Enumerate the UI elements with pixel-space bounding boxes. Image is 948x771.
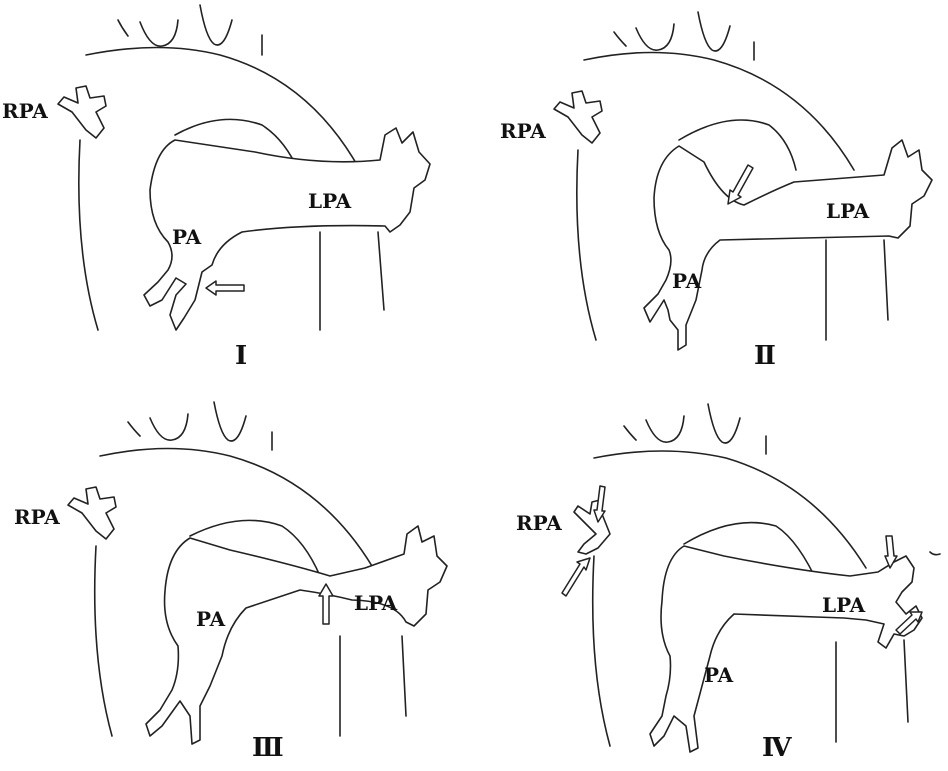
panel-numeral: Ⅲ xyxy=(252,733,284,763)
aortic-arch-branches xyxy=(613,11,755,61)
main-pulmonary-artery xyxy=(649,545,923,753)
aortic-arch-branches xyxy=(127,401,273,451)
rpa-label: RPA xyxy=(516,511,562,535)
panel-4: RPA PA LPA Ⅳ xyxy=(474,386,948,771)
aortic-arch-branches xyxy=(623,403,767,455)
aortic-arch xyxy=(576,51,855,341)
panel-3-drawing: RPA PA LPA Ⅲ xyxy=(14,401,448,763)
lpa-label: LPA xyxy=(354,591,398,615)
panel-1: RPA PA LPA Ⅰ xyxy=(0,0,474,385)
rpa-label: RPA xyxy=(500,119,546,143)
right-pulmonary-artery-branch xyxy=(573,499,611,555)
aortic-arch xyxy=(93,447,373,737)
lpa-stenosis-arrow-bottom xyxy=(895,611,923,635)
panel-numeral: Ⅰ xyxy=(235,341,247,371)
panel-numeral: Ⅳ xyxy=(762,733,792,763)
lpa-label: LPA xyxy=(826,199,870,223)
descending-aorta xyxy=(319,231,385,331)
stenosis-arrow xyxy=(205,280,245,296)
lpa-label: LPA xyxy=(822,593,866,617)
aortic-arch xyxy=(591,450,867,747)
lpa-stenosis-arrow-top xyxy=(884,535,898,569)
descending-aorta xyxy=(835,639,909,743)
panel-1-drawing: RPA PA LPA Ⅰ xyxy=(2,4,431,371)
right-pulmonary-artery-branch xyxy=(57,85,107,139)
panel-2: RPA PA LPA Ⅱ xyxy=(474,0,948,385)
descending-aorta xyxy=(825,239,889,341)
right-pulmonary-artery-branch xyxy=(67,486,117,540)
rpa-stenosis-arrow-top xyxy=(593,485,606,523)
lpa-label: LPA xyxy=(308,189,352,213)
pa-label: PA xyxy=(704,663,734,687)
stenosis-arrow xyxy=(318,583,334,625)
aortic-arch-branches xyxy=(117,4,263,56)
pa-label: PA xyxy=(196,607,226,631)
main-pulmonary-artery xyxy=(143,127,431,331)
panel-3: RPA PA LPA Ⅲ xyxy=(0,386,474,771)
rpa-label: RPA xyxy=(14,505,60,529)
rpa-label: RPA xyxy=(2,99,48,123)
pa-label: PA xyxy=(672,269,702,293)
right-pulmonary-artery-branch xyxy=(553,90,603,144)
rpa-stenosis-arrow-bottom xyxy=(561,557,591,597)
panel-2-drawing: RPA PA LPA Ⅱ xyxy=(500,11,933,371)
panel-4-drawing: RPA PA LPA Ⅳ xyxy=(516,403,941,763)
panel-numeral: Ⅱ xyxy=(754,341,776,371)
pa-label: PA xyxy=(172,225,202,249)
stenosis-arrow xyxy=(727,164,754,205)
aortic-arch xyxy=(78,46,361,331)
main-pulmonary-artery xyxy=(643,139,933,351)
descending-aorta xyxy=(339,635,407,737)
main-pulmonary-artery xyxy=(145,525,448,745)
